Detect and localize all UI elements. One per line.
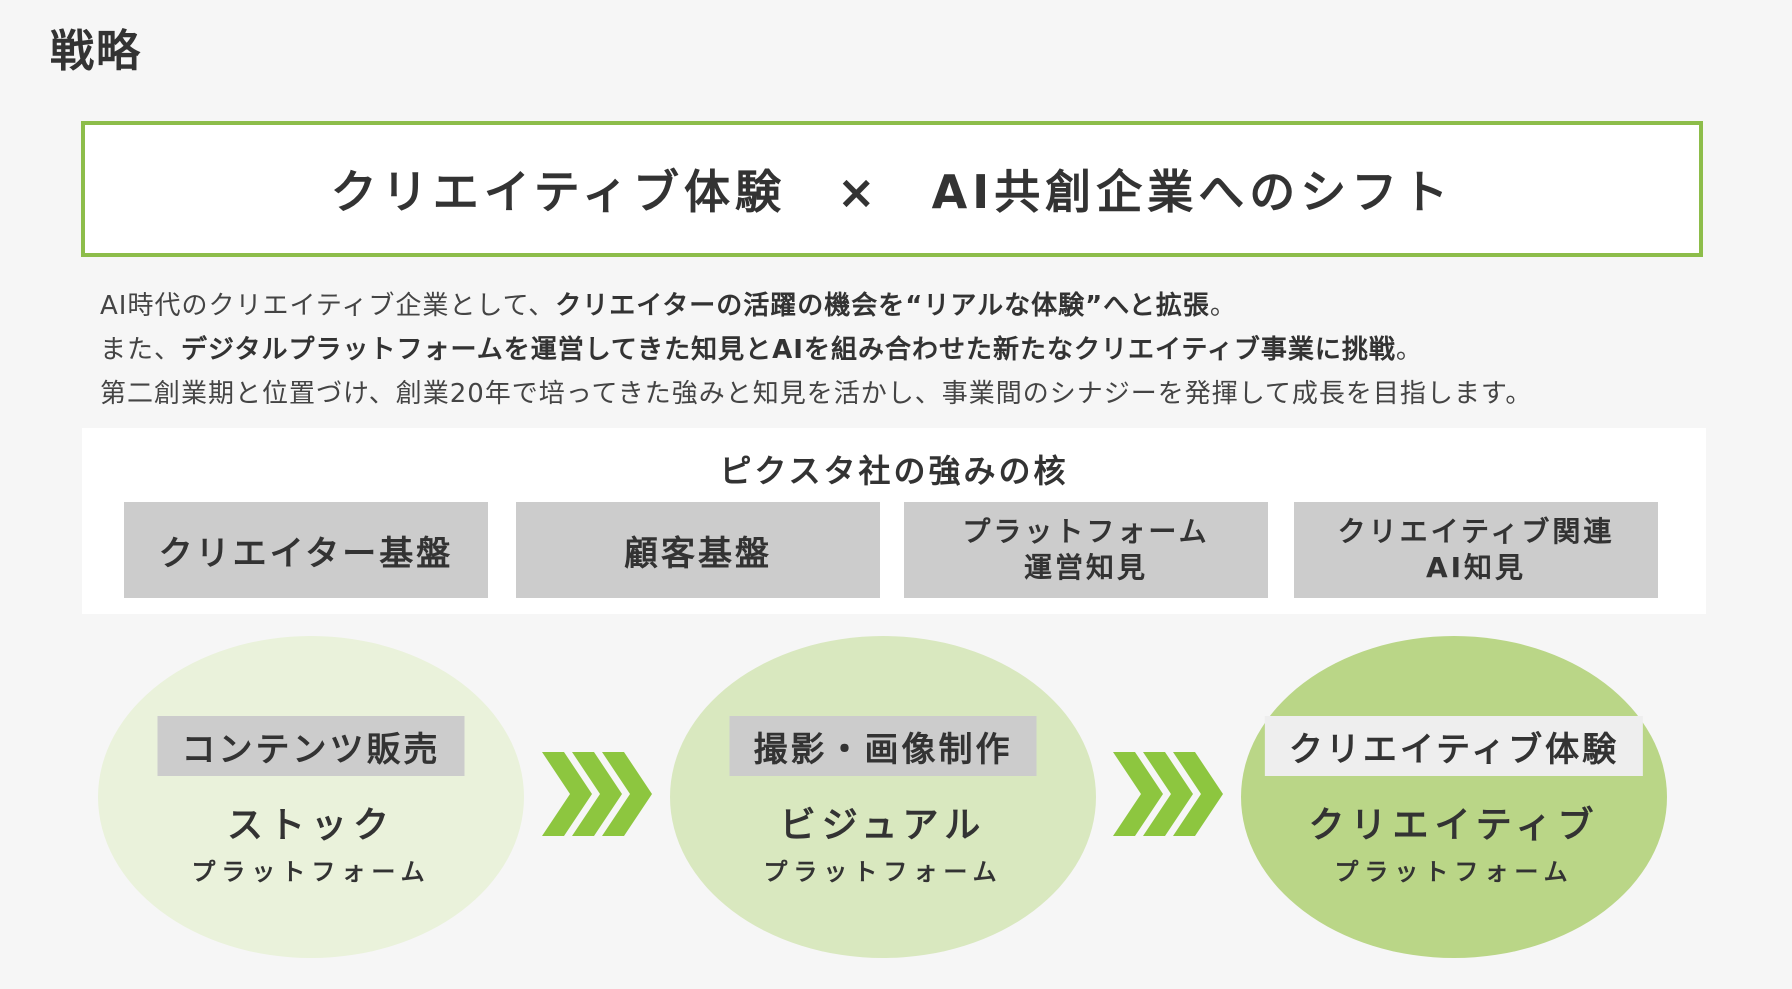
core-box-label-line1: クリエイティブ関連: [1337, 515, 1615, 548]
core-strengths-title: ピクスタ社の強みの核: [719, 452, 1069, 490]
intro-line-2: また、デジタルプラットフォームを運営してきた知見とAIを組み合わせた新たなクリエ…: [100, 328, 1740, 372]
core-box-ai-knowhow: クリエイティブ関連 AI知見: [1294, 502, 1658, 598]
intro-line-1-end: 。: [1209, 291, 1237, 321]
core-box-label-line2: 運営知見: [1023, 551, 1148, 584]
intro-line-1-plain: AI時代のクリエイティブ企業として、: [100, 291, 556, 321]
core-box-label: 顧客基盤: [624, 533, 772, 574]
core-box-label: クリエイター基盤: [158, 533, 454, 574]
intro-text: AI時代のクリエイティブ企業として、クリエイターの活躍の機会を“リアルな体験”へ…: [100, 284, 1740, 416]
intro-line-3-plain: 第二創業期と位置づけ、創業20年で培ってきた強みと知見を活かし、事業間のシナジー…: [100, 379, 1533, 409]
core-strengths-panel: ピクスタ社の強みの核 クリエイター基盤 顧客基盤 プラットフォーム 運営知見 ク…: [82, 428, 1706, 614]
headline-box: クリエイティブ体験 × AI共創企業へのシフト: [81, 121, 1703, 257]
triple-chevron-right-icon: [542, 752, 652, 836]
stage-tag: コンテンツ販売: [157, 716, 465, 776]
stage-creative-platform: クリエイティブ体験 クリエイティブ プラットフォーム: [1241, 636, 1667, 958]
core-strengths-boxes: クリエイター基盤 顧客基盤 プラットフォーム 運営知見 クリエイティブ関連 AI…: [124, 502, 1664, 598]
intro-line-1: AI時代のクリエイティブ企業として、クリエイターの活躍の機会を“リアルな体験”へ…: [100, 284, 1740, 328]
stage-tag: クリエイティブ体験: [1264, 716, 1644, 776]
stage-tag: 撮影・画像制作: [729, 716, 1037, 776]
core-box-platform-knowhow: プラットフォーム 運営知見: [904, 502, 1268, 598]
intro-line-2-bold: デジタルプラットフォームを運営してきた知見とAIを組み合わせた新たなクリエイティ…: [181, 335, 1396, 365]
intro-line-2-end: 。: [1395, 335, 1423, 365]
stage-main-label: ストック: [226, 805, 395, 846]
stage-visual-platform: 撮影・画像制作 ビジュアル プラットフォーム: [670, 636, 1096, 958]
headline: クリエイティブ体験 × AI共創企業へのシフト: [330, 165, 1454, 219]
stage-sub-label: プラットフォーム: [191, 858, 431, 886]
stage-sub-label: プラットフォーム: [763, 858, 1003, 886]
core-box-customer-base: 顧客基盤: [516, 502, 880, 598]
stage-stock-platform: コンテンツ販売 ストック プラットフォーム: [98, 636, 524, 958]
core-box-creator-base: クリエイター基盤: [124, 502, 488, 598]
intro-line-2-plain: また、: [100, 335, 182, 365]
intro-line-1-bold: クリエイターの活躍の機会を“リアルな体験”へと拡張: [555, 291, 1210, 321]
stage-main-label: クリエイティブ: [1308, 805, 1600, 846]
intro-line-3: 第二創業期と位置づけ、創業20年で培ってきた強みと知見を活かし、事業間のシナジー…: [100, 372, 1740, 416]
stage-main-label: ビジュアル: [779, 805, 987, 846]
stage-sub-label: プラットフォーム: [1334, 858, 1574, 886]
core-box-label-line2: AI知見: [1425, 551, 1527, 584]
core-box-label-line1: プラットフォーム: [962, 515, 1210, 548]
page-title: 戦略: [50, 26, 142, 77]
triple-chevron-right-icon: [1113, 752, 1223, 836]
